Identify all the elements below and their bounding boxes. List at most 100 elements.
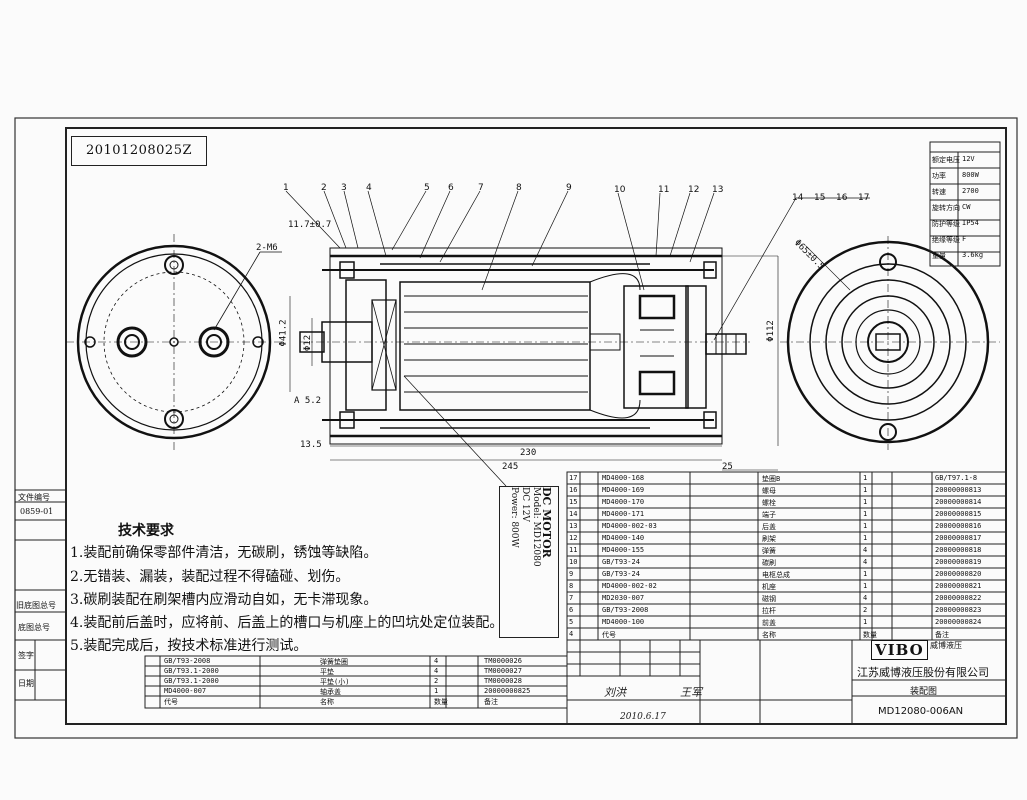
bom-cell-no: 5 xyxy=(569,618,574,626)
dim-25: 25 xyxy=(722,462,733,472)
spec-key: 重量 xyxy=(932,252,946,260)
sidebar-cell: 底图总号 xyxy=(18,623,50,632)
bom-cell-mat: 20000000821 xyxy=(935,582,982,590)
lower-bom-cell-mat: TM0000026 xyxy=(484,657,522,665)
company-logo: VIBO xyxy=(871,640,928,660)
spec-key: 绝缘等级 xyxy=(932,236,960,244)
bom-cell-qty: 4 xyxy=(863,546,868,554)
lower-bom-cell-mat: TM0000028 xyxy=(484,677,522,685)
nameplate-line: Model: MD12080 xyxy=(531,487,541,567)
bom-cell-no: 14 xyxy=(569,510,578,518)
bom-cell-mat: 备注 xyxy=(935,631,949,639)
sidebar-cell: 日期 xyxy=(18,679,34,688)
sidebar-cell: 0859-01 xyxy=(20,507,54,516)
bom-cell-no: 7 xyxy=(569,594,574,602)
lower-bom-cell-code: GB/T93.1-2000 xyxy=(164,667,219,675)
bom-cell-mat: 20000000819 xyxy=(935,558,982,566)
bom-cell-name: 前盖 xyxy=(762,619,776,627)
bom-cell-code: MD4000-155 xyxy=(602,546,645,554)
spec-value: CW xyxy=(962,203,971,211)
lower-bom-grid xyxy=(144,655,568,709)
drawing-serial-number: 20101208025Z xyxy=(71,136,207,166)
bom-cell-code: MD4000-002-03 xyxy=(602,522,657,530)
lower-bom-cell-code: GB/T93.1-2000 xyxy=(164,677,219,685)
bom-cell-qty: 1 xyxy=(863,498,868,506)
callout-number: 2 xyxy=(321,183,327,193)
nameplate-line: Power: 800W xyxy=(509,487,519,548)
spec-table-grid xyxy=(929,141,1001,267)
bom-cell-qty: 1 xyxy=(863,486,868,494)
bom-cell-code: 代号 xyxy=(602,631,616,639)
tech-requirement-2: 2.无错装、漏装，装配过程不得磕碰、划伤。 xyxy=(70,569,350,585)
bom-cell-mat: 20000000815 xyxy=(935,510,982,518)
spec-value: 800W xyxy=(962,171,979,179)
bom-cell-qty: 1 xyxy=(863,510,868,518)
signature-date: 2010.6.17 xyxy=(620,712,666,722)
bom-cell-no: 16 xyxy=(569,486,578,494)
spec-key: 额定电压 xyxy=(932,156,960,164)
bom-cell-code: MD4000-100 xyxy=(602,618,645,626)
bom-cell-no: 10 xyxy=(569,558,578,566)
bom-cell-name: 后盖 xyxy=(762,523,776,531)
bom-cell-mat: 20000000824 xyxy=(935,618,982,626)
bom-cell-no: 12 xyxy=(569,534,578,542)
bom-cell-name: 名称 xyxy=(762,631,776,639)
bom-cell-name: 弹簧 xyxy=(762,547,776,555)
bom-cell-no: 15 xyxy=(569,498,578,506)
bom-cell-no: 11 xyxy=(569,546,578,554)
callout-number: 10 xyxy=(614,185,626,195)
bom-cell-name: 螺栓 xyxy=(762,499,776,507)
sheet-outer-border xyxy=(14,117,1018,739)
bom-cell-mat: 20000000820 xyxy=(935,570,982,578)
bom-cell-code: MD4000-170 xyxy=(602,498,645,506)
bom-cell-qty: 1 xyxy=(863,582,868,590)
signature: 王军 xyxy=(680,686,702,699)
bom-cell-mat: 20000000823 xyxy=(935,606,982,614)
drawing-number: MD12080-006AN xyxy=(878,706,964,717)
bom-cell-code: MD4000-140 xyxy=(602,534,645,542)
tech-requirement-3: 3.碳刷装配在刷架槽内应滑动自如，无卡滞现象。 xyxy=(70,592,378,608)
callout-number: 3 xyxy=(341,183,347,193)
bom-cell-code: MD4000-168 xyxy=(602,474,645,482)
callout-number: 6 xyxy=(448,183,454,193)
lower-bom-cell-mat: 20000000825 xyxy=(484,687,531,695)
tech-requirement-1: 1.装配前确保零部件清洁，无碳刷，锈蚀等缺陷。 xyxy=(70,545,378,561)
spec-key: 功率 xyxy=(932,172,946,180)
bom-cell-mat: 20000000813 xyxy=(935,486,982,494)
spec-value: 3.6kg xyxy=(962,251,984,259)
right-end-view xyxy=(780,236,1000,450)
callout-number: 8 xyxy=(516,183,522,193)
spec-value: 2700 xyxy=(962,187,979,195)
bom-cell-qty: 1 xyxy=(863,522,868,530)
bom-cell-code: MD2030-007 xyxy=(602,594,645,602)
lower-bom-cell-code: 代号 xyxy=(164,698,178,706)
tech-requirement-4: 4.装配前后盖时，应将前、后盖上的槽口与机座上的凹坑处定位装配。 xyxy=(70,615,504,631)
callout-number: 16 xyxy=(836,193,848,203)
callout-number: 15 xyxy=(814,193,826,203)
lower-bom-cell-qty: 2 xyxy=(434,677,439,685)
callout-number: 12 xyxy=(688,185,700,195)
sidebar-cell: 签字 xyxy=(18,651,34,660)
company-name: 江苏威博液压股份有限公司 xyxy=(857,666,989,679)
assembly-label: 装配图 xyxy=(910,687,938,697)
tech-requirement-5: 5.装配完成后，按技术标准进行测试。 xyxy=(70,638,308,654)
bom-cell-name: 电枢总成 xyxy=(762,571,790,579)
dim-diameter-41: Φ41.2 xyxy=(278,319,289,347)
bom-cell-no: 4 xyxy=(569,630,574,638)
spec-value: 12V xyxy=(962,155,975,163)
bom-cell-no: 9 xyxy=(569,570,574,578)
company-brand-sub: 威博液压 xyxy=(930,641,962,650)
callout-number: 9 xyxy=(566,183,572,193)
bom-cell-qty: 数量 xyxy=(863,631,877,639)
callout-number: 4 xyxy=(366,183,372,193)
lower-bom-cell-name: 平垫 xyxy=(320,668,334,676)
spec-key: 旋转方向 xyxy=(932,204,960,212)
bom-cell-qty: 1 xyxy=(863,618,868,626)
bom-cell-name: 拉杆 xyxy=(762,607,776,615)
spec-key: 防护等级 xyxy=(932,220,960,228)
callout-number: 13 xyxy=(712,185,724,195)
bom-cell-qty: 1 xyxy=(863,474,868,482)
lower-bom-cell-mat: 备注 xyxy=(484,698,498,706)
callout-number: 14 xyxy=(792,193,804,203)
